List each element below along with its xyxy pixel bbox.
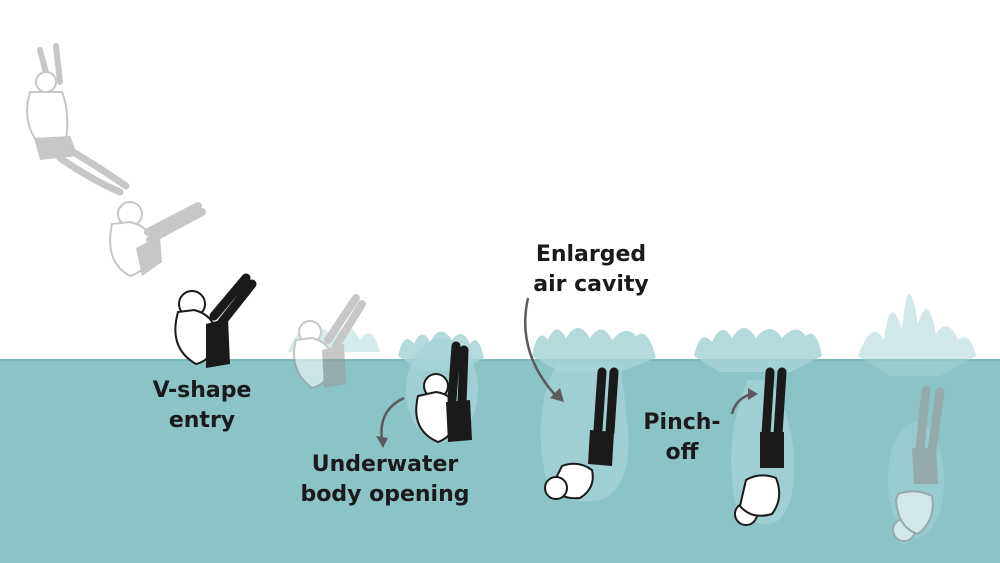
diver-falling-2 — [109, 201, 206, 278]
diver-v-entry — [174, 273, 257, 368]
label-v-shape-entry-line2: entry — [168, 408, 236, 433]
diver-pinch-off — [694, 328, 822, 526]
label-pinch-off-line2: off — [665, 440, 699, 465]
arrow-pinch-off-head — [748, 388, 758, 400]
diver-underwater-opening — [398, 331, 484, 444]
label-underwater-body-opening: Underwater body opening — [290, 450, 480, 510]
diver-final — [858, 294, 976, 542]
label-v-shape-entry-line1: V-shape — [152, 378, 252, 403]
diver-falling-1 — [26, 43, 130, 196]
arrow-underwater-opening — [380, 396, 405, 441]
water-body — [0, 360, 1000, 563]
arrow-enlarged-cavity — [524, 297, 557, 397]
label-pinch-off: Pinch- off — [632, 408, 732, 468]
label-enlarged-air-cavity: Enlarged air cavity — [516, 240, 666, 300]
label-enlarged-line2: air cavity — [533, 272, 649, 297]
arrow-underwater-opening-head — [376, 436, 388, 448]
label-enlarged-line1: Enlarged — [535, 242, 647, 267]
label-pinch-off-line1: Pinch- — [643, 410, 721, 435]
label-underwater-line2: body opening — [300, 482, 470, 507]
label-underwater-line1: Underwater — [311, 452, 459, 477]
label-v-shape-entry: V-shape entry — [136, 376, 268, 436]
diver-surface-contact — [288, 294, 380, 390]
arrow-enlarged-cavity-head — [550, 388, 564, 402]
